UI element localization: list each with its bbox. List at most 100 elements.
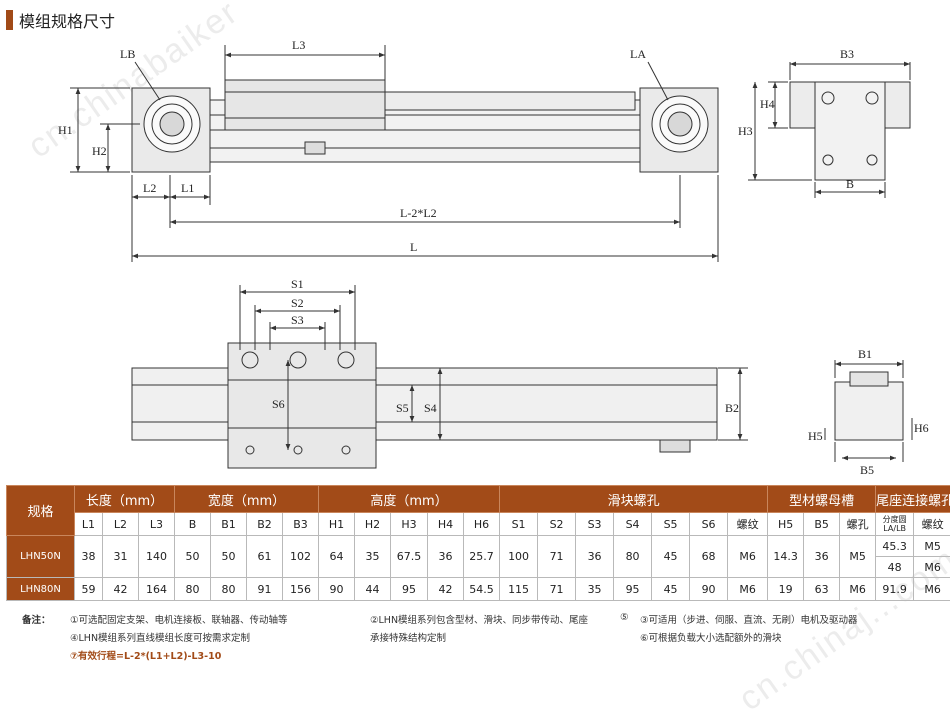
- label-LB: LB: [120, 47, 135, 61]
- note-3: ③可适用（步进、伺服、直流、无刷）电机及驱动器: [640, 612, 858, 626]
- label-S4: S4: [424, 401, 437, 415]
- label-S3: S3: [291, 313, 304, 327]
- col-header: L3: [139, 513, 175, 536]
- model-cell: LHN80N: [7, 578, 75, 601]
- note-5: 承接特殊结构定制: [370, 630, 446, 644]
- label-B: B: [846, 177, 854, 191]
- table-row: LHN50N 38 31 140 50 50 61 102 64 35 67.5…: [7, 536, 950, 557]
- cell: 80: [614, 536, 652, 578]
- cell: 45: [652, 536, 690, 578]
- label-H4: H4: [760, 97, 775, 111]
- col-header: 螺纹: [914, 513, 950, 536]
- label-L1: L1: [181, 181, 194, 195]
- col-header: 螺孔: [840, 513, 876, 536]
- label-S6: S6: [272, 397, 285, 411]
- cell: 42: [103, 578, 139, 601]
- cell: 45.3: [876, 536, 914, 557]
- cell: 48: [876, 557, 914, 578]
- note-4: ④LHN模组系列直线模组长度可按需求定制: [70, 630, 250, 644]
- note-2: ②LHN模组系列包含型材、滑块、同步带传动、尾座: [370, 612, 588, 626]
- col-header: B2: [247, 513, 283, 536]
- col-header: B3: [283, 513, 319, 536]
- cell: 45: [652, 578, 690, 601]
- cell: 42: [428, 578, 464, 601]
- col-header: S3: [576, 513, 614, 536]
- col-header: H5: [768, 513, 804, 536]
- col-header: H6: [464, 513, 500, 536]
- front-view: [70, 45, 718, 262]
- cell: M5: [914, 536, 950, 557]
- label-H3: H3: [738, 124, 753, 138]
- cell: 36: [428, 536, 464, 578]
- cell: 95: [614, 578, 652, 601]
- cell: 156: [283, 578, 319, 601]
- cell: 67.5: [391, 536, 428, 578]
- col-header: L1: [75, 513, 103, 536]
- cell: M6: [914, 557, 950, 578]
- label-B1: B1: [858, 347, 872, 361]
- label-B3: B3: [840, 47, 854, 61]
- group-width: 宽度（mm）: [175, 486, 319, 513]
- cell: 50: [175, 536, 211, 578]
- cell: 102: [283, 536, 319, 578]
- cell: 50: [211, 536, 247, 578]
- cell: M6: [914, 578, 950, 601]
- col-header: H1: [319, 513, 355, 536]
- note-formula: ⑦有效行程=L-2*(L1+L2)-L3-10: [70, 648, 221, 662]
- label-L-2L2: L-2*L2: [400, 206, 437, 220]
- cell: 36: [804, 536, 840, 578]
- col-header: L2: [103, 513, 139, 536]
- cell: M6: [840, 578, 876, 601]
- cell: 140: [139, 536, 175, 578]
- col-header: H4: [428, 513, 464, 536]
- label-B2: B2: [725, 401, 739, 415]
- notes-label: 备注：: [22, 612, 51, 626]
- label-L: L: [410, 240, 417, 254]
- col-header: 螺纹: [728, 513, 768, 536]
- col-header: H3: [391, 513, 428, 536]
- col-header: S5: [652, 513, 690, 536]
- cell: 44: [355, 578, 391, 601]
- cell: 71: [538, 578, 576, 601]
- col-header: H2: [355, 513, 391, 536]
- cell: 91.9: [876, 578, 914, 601]
- cell: 115: [500, 578, 538, 601]
- technical-drawing: L3 LB LA H1 H2 L2 L1 L-2*L2 L B3 H4 H3 B: [0, 0, 950, 485]
- table-row: LHN80N 59 42 164 80 80 91 156 90 44 95 4…: [7, 578, 950, 601]
- cell: 63: [804, 578, 840, 601]
- cell: 19: [768, 578, 804, 601]
- col-header: B5: [804, 513, 840, 536]
- side-view: [748, 62, 910, 198]
- label-H2: H2: [92, 144, 107, 158]
- cell: M5: [840, 536, 876, 578]
- cell: M6: [728, 536, 768, 578]
- label-H1: H1: [58, 123, 73, 137]
- profile-view: [825, 360, 912, 462]
- label-H6: H6: [914, 421, 929, 435]
- cell: 95: [391, 578, 428, 601]
- note-1: ①可选配固定支架、电机连接板、联轴器、传动轴等: [70, 612, 288, 626]
- group-profile-nut: 型材螺母槽: [768, 486, 876, 513]
- label-LA: LA: [630, 47, 646, 61]
- cell: 90: [319, 578, 355, 601]
- cell: 25.7: [464, 536, 500, 578]
- cell: 91: [247, 578, 283, 601]
- label-B5: B5: [860, 463, 874, 477]
- cell: 80: [211, 578, 247, 601]
- col-header: B: [175, 513, 211, 536]
- cell: M6: [728, 578, 768, 601]
- group-height: 高度（mm）: [319, 486, 500, 513]
- cell: 90: [690, 578, 728, 601]
- note-2b: ⑤: [620, 612, 629, 623]
- cell: 14.3: [768, 536, 804, 578]
- label-H5: H5: [808, 429, 823, 443]
- cell: 68: [690, 536, 728, 578]
- col-header: B1: [211, 513, 247, 536]
- cell: 71: [538, 536, 576, 578]
- cell: 164: [139, 578, 175, 601]
- label-S1: S1: [291, 277, 304, 291]
- spec-table: 规格 长度（mm） 宽度（mm） 高度（mm） 滑块螺孔 型材螺母槽 尾座连接螺…: [6, 485, 950, 601]
- cell: 35: [576, 578, 614, 601]
- cell: 36: [576, 536, 614, 578]
- model-header: 规格: [7, 486, 75, 536]
